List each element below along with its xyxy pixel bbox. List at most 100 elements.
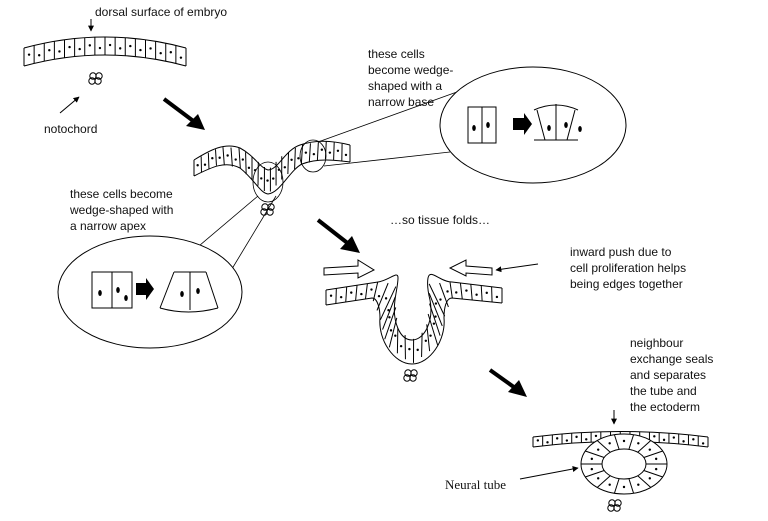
- neighbour-exchange-label-line-3: and separates: [630, 368, 707, 382]
- stage-arrow-1: [162, 97, 205, 130]
- tube-cell-nucleus: [596, 448, 600, 451]
- fold-cell-nucleus: [485, 291, 488, 295]
- ectoderm-cell-nucleus: [672, 436, 676, 439]
- bending-cell-nucleus: [297, 157, 300, 160]
- bending-cell-wall: [222, 147, 225, 165]
- bending-cell-nucleus: [266, 179, 269, 182]
- bending-cell-nucleus: [234, 158, 237, 161]
- wedge-base-label-line-1: these cells: [368, 47, 425, 61]
- bending-cell-nucleus: [272, 177, 275, 180]
- notochord-3: [403, 369, 418, 382]
- fold-cell-nucleus: [329, 294, 333, 297]
- fold-cell-wall: [376, 282, 389, 311]
- bending-cell-nucleus: [283, 166, 287, 169]
- wedge-apex-label-line-3: a narrow apex: [70, 219, 147, 233]
- notochord-pointer: [59, 96, 80, 114]
- fold-cell-wall: [379, 286, 397, 320]
- fold-cell-wall: [426, 324, 431, 352]
- zoom-bubble-narrow-base: [439, 66, 627, 184]
- plate-cell-nucleus: [27, 53, 31, 56]
- fold-cell-wall: [427, 313, 439, 346]
- fold-cell-nucleus: [446, 290, 449, 293]
- neural-tube-label: Neural tube: [445, 477, 507, 492]
- plate-cell-nucleus: [68, 45, 71, 49]
- bending-cell-nucleus: [218, 156, 221, 159]
- fold-cell-nucleus: [495, 295, 499, 299]
- bending-cell-wall: [230, 147, 233, 167]
- tube-cell-wall: [585, 450, 605, 458]
- neural-tube-pointer: [519, 466, 579, 480]
- bending-cell-wall: [300, 144, 304, 165]
- notochord-1: [88, 72, 103, 85]
- inward-push-label-line-2: cell proliferation helps: [570, 261, 687, 275]
- tube-cell-nucleus: [637, 483, 640, 486]
- stage-arrow-2: [316, 218, 360, 253]
- ectoderm-cell-nucleus: [585, 438, 588, 441]
- fold-cell-wall: [459, 282, 463, 300]
- fold-cell-wall: [429, 303, 441, 336]
- fold-cell-wall: [364, 283, 368, 300]
- tube-cell-nucleus: [654, 457, 658, 461]
- fold-cell-nucleus: [399, 344, 403, 348]
- tube-cell-wall: [613, 434, 620, 450]
- tube-cell-nucleus: [648, 448, 652, 451]
- tube-cell-nucleus: [596, 477, 600, 480]
- fold-cell-wall: [421, 332, 423, 358]
- bending-cell-wall: [294, 147, 296, 170]
- plate-cell-nucleus: [129, 44, 132, 48]
- wedge-base-label-line-3: shaped with a: [368, 79, 443, 93]
- bending-cell-nucleus: [344, 153, 348, 157]
- fold-cell-nucleus: [384, 297, 388, 300]
- inward-push-arrow-right: [448, 259, 493, 277]
- wedge-base-label-line-4: narrow base: [368, 95, 435, 109]
- neighbour-exchange-label-line-1: neighbour: [630, 336, 684, 350]
- fold-cell-wall: [439, 282, 449, 308]
- fold-cell-wall: [372, 281, 379, 302]
- flat-neural-plate: [23, 36, 187, 67]
- inward-push-label-line-1: inward push due to: [570, 245, 672, 259]
- bending-cell-nucleus: [196, 164, 199, 167]
- plate-cell-nucleus: [118, 47, 122, 50]
- bending-cell-wall: [316, 142, 319, 161]
- fold-cell-wall: [388, 317, 398, 348]
- ectoderm-cell-nucleus: [692, 438, 695, 441]
- fold-cell-nucleus: [387, 309, 390, 312]
- fold-cell-wall: [480, 285, 483, 302]
- tube-cell-nucleus: [608, 483, 611, 486]
- fold-cell-nucleus: [416, 348, 419, 352]
- plate-cell-nucleus: [159, 51, 162, 55]
- tube-cell-nucleus: [654, 467, 658, 471]
- fold-cell-nucleus: [439, 298, 442, 301]
- ectoderm-cell-nucleus: [662, 438, 666, 442]
- bending-cell-wall: [238, 147, 241, 169]
- fold-cell-wall: [345, 286, 348, 303]
- fold-cell-wall: [449, 282, 453, 299]
- fold-cell-wall: [428, 283, 446, 317]
- fold-cell-nucleus: [455, 291, 458, 294]
- wedge-apex-label-line-2: wedge-shaped with: [70, 203, 174, 217]
- tube-cell-wall: [637, 475, 652, 488]
- tube-cell-wall: [628, 478, 635, 494]
- fold-cell-nucleus: [339, 295, 343, 299]
- inward-push-arrow-left: [323, 259, 376, 279]
- bending-cell-nucleus: [247, 166, 251, 170]
- tube-cell-nucleus: [622, 439, 626, 443]
- tube-cell-wall: [628, 434, 635, 450]
- tube-cell-nucleus: [622, 485, 626, 489]
- neural-tube: [580, 433, 668, 495]
- fold-cell-nucleus: [465, 289, 468, 292]
- fold-cell-nucleus: [360, 292, 363, 296]
- wedge-base-label-line-2: become wedge-: [368, 63, 454, 77]
- bending-cell-nucleus: [203, 163, 207, 166]
- bending-cell-nucleus: [290, 158, 293, 161]
- bending-cell-nucleus: [211, 156, 214, 160]
- bending-cell-nucleus: [226, 154, 229, 157]
- plate-cell-nucleus: [149, 47, 152, 50]
- bending-cell-wall: [333, 142, 335, 160]
- tube-cell-nucleus: [608, 442, 611, 445]
- zoom-bubble-narrow-apex: [57, 235, 243, 349]
- bending-cell-wall: [324, 141, 327, 160]
- fold-cell-nucleus: [377, 294, 381, 298]
- base-region-highlight: [299, 139, 327, 173]
